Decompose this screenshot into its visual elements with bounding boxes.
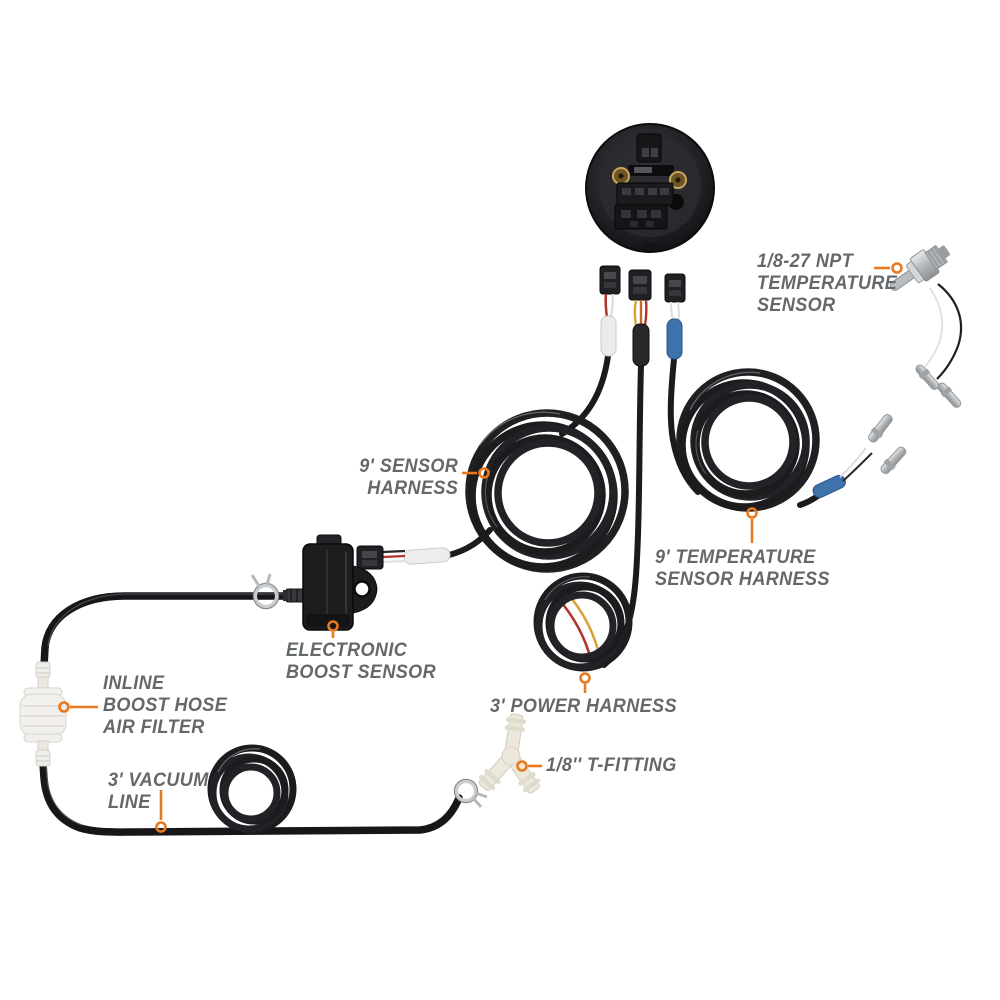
power-harness-coil <box>533 572 633 672</box>
label-temperature-sensor: 1/8-27 NPT TEMPERATURE SENSOR <box>757 251 897 317</box>
label-t-fitting: 1/8'' T-FITTING <box>546 755 677 777</box>
gauge-dip-switch <box>634 167 652 173</box>
hose-clamp <box>453 778 488 808</box>
gauge-socket-upper <box>616 182 674 206</box>
bullet-connector <box>915 364 940 390</box>
label-line: SENSOR <box>757 295 836 316</box>
electronic-boost-sensor <box>283 534 378 631</box>
boost-sensor-pigtail-cable <box>446 527 493 558</box>
temperature-harness-plug <box>664 273 686 360</box>
label-line: INLINE <box>103 673 165 694</box>
sensor-harness-coil <box>465 409 629 573</box>
label-line: BOOST HOSE <box>103 695 228 716</box>
inline-air-filter <box>19 661 67 767</box>
label-temperature-sensor-harness: 9' TEMPERATURE SENSOR HARNESS <box>655 547 830 591</box>
label-line: 9' TEMPERATURE <box>655 547 816 568</box>
temperature-harness-leads <box>812 414 907 499</box>
leader-t-fitting <box>516 760 542 772</box>
label-line: AIR FILTER <box>103 717 205 738</box>
label-line: 3' VACUUM <box>108 770 209 791</box>
label-electronic-boost-sensor: ELECTRONIC BOOST SENSOR <box>286 640 436 684</box>
label-line: LINE <box>108 792 151 813</box>
label-line: 1/8-27 NPT <box>757 251 854 272</box>
filter-top-barb <box>35 661 51 679</box>
label-line: HARNESS <box>367 478 458 499</box>
leader-temperature-harness <box>746 507 758 543</box>
gauge-top-pin <box>651 148 658 157</box>
power-harness-plug <box>628 269 652 367</box>
leader-power-harness <box>579 672 591 693</box>
label-line: BOOST SENSOR <box>286 662 436 683</box>
label-line: 1/8'' T-FITTING <box>546 755 677 776</box>
bullet-connector <box>868 414 893 443</box>
label-line: SENSOR HARNESS <box>655 569 830 590</box>
bullet-connector <box>880 446 907 475</box>
leader-vacuum-line <box>155 790 167 833</box>
vacuum-line-hose <box>39 760 463 836</box>
label-line: 9' SENSOR <box>358 456 458 477</box>
gauge-screw-terminal <box>669 171 687 189</box>
temperature-sensor <box>889 244 963 408</box>
filter-bottom-barb <box>35 749 51 767</box>
t-fitting <box>478 713 541 794</box>
gauge-screw-terminal <box>612 167 630 185</box>
leader-temperature-sensor <box>874 262 903 274</box>
temperature-harness-coil <box>676 368 820 512</box>
leader-boost-sensor <box>327 620 339 638</box>
label-line: TEMPERATURE <box>757 273 898 294</box>
temperature-harness-cable <box>667 356 701 495</box>
gauge <box>585 123 715 253</box>
blue-sleeve <box>666 318 683 360</box>
gauge-socket-lower <box>614 204 668 230</box>
boost-sensor-mounting-hole <box>353 580 371 598</box>
boost-sensor-barb-tip <box>283 590 288 601</box>
boost-sensor-connector-plug <box>356 545 384 570</box>
boost-sensor-pigtail <box>356 545 451 570</box>
gauge-top-pin <box>642 148 649 157</box>
bullet-connector <box>937 382 962 408</box>
gauge-bottom-tab <box>643 243 657 250</box>
sensor-harness-plug <box>599 265 621 357</box>
hose-clamp <box>250 573 280 610</box>
label-inline-air-filter: INLINE BOOST HOSE AIR FILTER <box>103 673 227 739</box>
label-power-harness: 3' POWER HARNESS <box>490 696 677 718</box>
blue-sleeve <box>812 474 846 499</box>
leader-air-filter <box>58 701 98 713</box>
label-line: ELECTRONIC <box>286 640 408 661</box>
boost-hose-upper <box>40 592 292 670</box>
boost-sensor-barb <box>285 588 306 603</box>
white-sleeve <box>600 315 617 357</box>
label-vacuum-line: 3' VACUUM LINE <box>108 770 209 814</box>
leader-sensor-harness <box>462 467 490 479</box>
white-sleeve <box>403 547 451 565</box>
filter-body <box>19 693 67 737</box>
label-sensor-harness: 9' SENSOR HARNESS <box>359 456 458 500</box>
vacuum-line-coil <box>207 744 297 834</box>
label-line: 3' POWER HARNESS <box>490 696 677 717</box>
black-sleeve <box>632 323 650 367</box>
